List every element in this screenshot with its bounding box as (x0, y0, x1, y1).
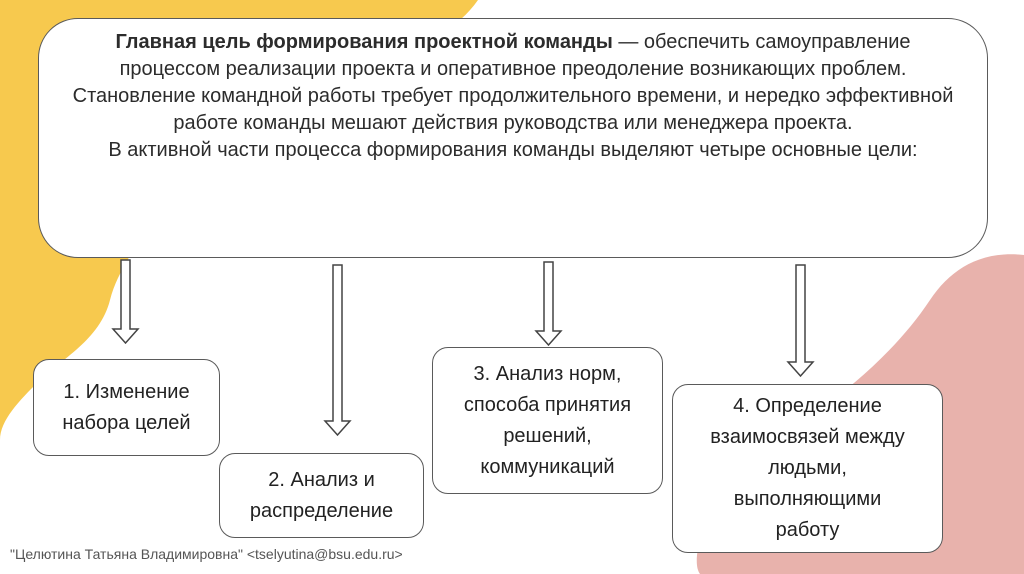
main-goal-box: Главная цель формирования проектной кома… (38, 18, 988, 258)
goal-3-line: способа принятия (463, 393, 632, 416)
goal-4-line: взаимосвязей между (710, 426, 905, 448)
goal-4-line: 4. Определение (733, 395, 882, 417)
arrow-3 (534, 261, 563, 347)
goal-3-line: коммуникаций (480, 455, 615, 478)
goal-2-line: распределение (249, 499, 394, 522)
main-text-2: Становление командной работы требует про… (72, 85, 954, 134)
goal-4-line: людьми, (768, 457, 847, 479)
goal-box-2: 2. Анализ и распределение (219, 453, 424, 538)
goal-4-line: работу (775, 519, 840, 541)
goal-box-1: 1. Изменение набора целей (33, 359, 220, 456)
goal-1-line: набора целей (62, 411, 191, 434)
goal-box-4: 4. Определение взаимосвязей между людьми… (672, 384, 943, 553)
arrow-2 (323, 264, 352, 437)
author-footer: "Целютина Татьяна Владимировна" <tselyut… (10, 546, 403, 562)
goal-3-line: решений, (503, 424, 592, 447)
main-text-3: В активной части процесса формирования к… (108, 139, 918, 161)
goal-1-line: 1. Изменение (63, 380, 190, 403)
goal-4-line: выполняющими (733, 488, 882, 510)
main-bold-lead: Главная цель формирования проектной кома… (115, 31, 613, 53)
goal-box-3: 3. Анализ норм, способа принятия решений… (432, 347, 663, 494)
goal-2-line: 2. Анализ и (268, 468, 375, 491)
main-text-1: — обеспечить самоуправление процессом ре… (119, 31, 911, 80)
arrow-1 (111, 259, 140, 345)
arrow-4 (786, 264, 815, 378)
goal-3-line: 3. Анализ норм, (473, 362, 622, 385)
main-paragraph-1: Главная цель формирования проектной кома… (63, 29, 963, 83)
